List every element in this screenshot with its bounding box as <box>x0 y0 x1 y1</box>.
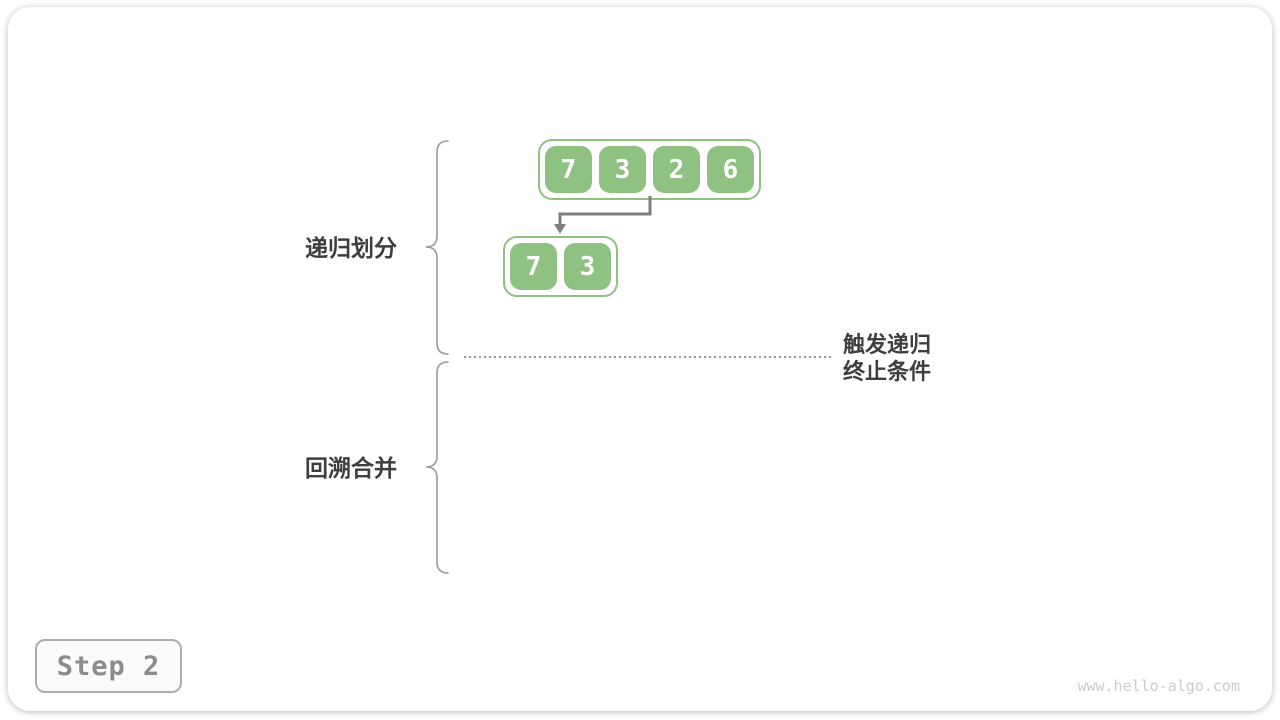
array-level2-left: 7 3 <box>503 236 618 297</box>
watermark: www.hello-algo.com <box>1077 677 1240 695</box>
termination-note: 触发递归 终止条件 <box>843 331 931 385</box>
array-cell: 7 <box>545 146 592 193</box>
phase-label-merge: 回溯合并 <box>305 455 397 481</box>
termination-note-line1: 触发递归 <box>843 332 932 357</box>
termination-note-line2: 终止条件 <box>843 359 932 384</box>
step-badge: Step 2 <box>35 639 182 693</box>
phase-label-divide: 递归划分 <box>305 235 397 261</box>
array-cell: 3 <box>599 146 646 193</box>
array-cell: 2 <box>653 146 700 193</box>
array-cell: 3 <box>564 243 611 290</box>
termination-dotted-line <box>464 356 832 358</box>
figure-frame <box>8 7 1272 711</box>
divide-brace <box>425 140 449 355</box>
array-level1: 7 3 2 6 <box>538 139 761 200</box>
merge-brace <box>425 361 449 574</box>
array-cell: 6 <box>707 146 754 193</box>
divide-arrow-icon <box>554 196 652 234</box>
array-cell: 7 <box>510 243 557 290</box>
